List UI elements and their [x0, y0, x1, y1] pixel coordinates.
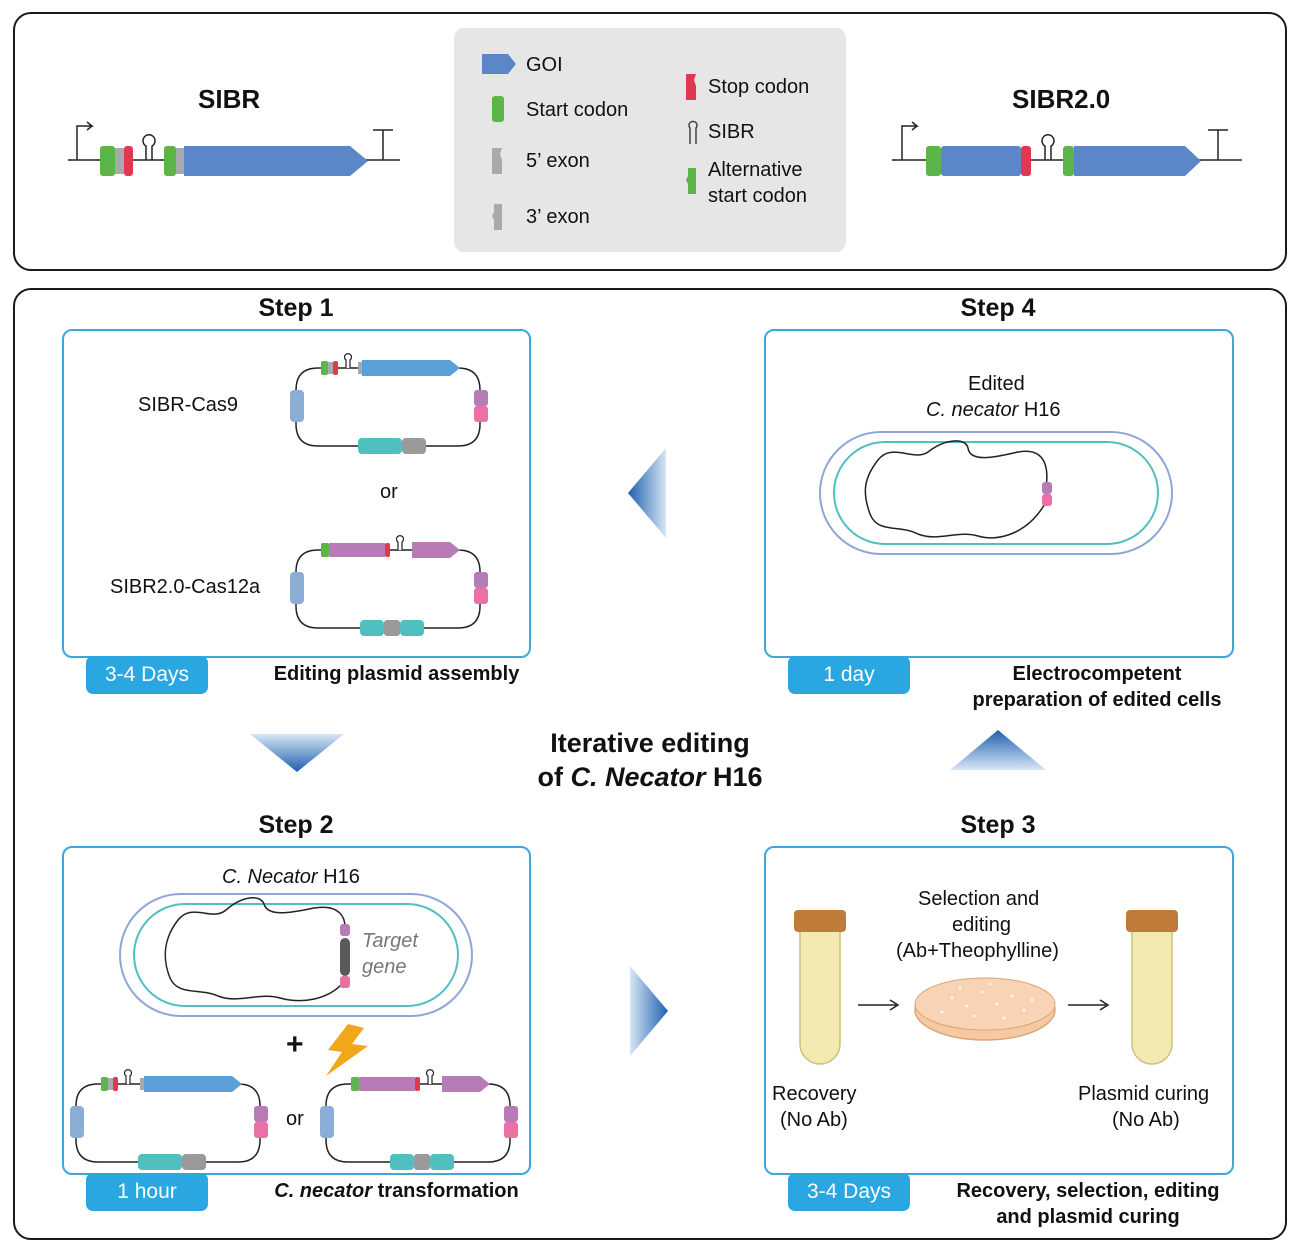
step3-caption-line1: Recovery, selection, editing	[956, 1180, 1220, 1202]
legend-sibr: SIBR	[708, 121, 755, 143]
step4-edited-label: Edited	[968, 373, 1025, 395]
legend-stop-codon: Stop codon	[708, 76, 810, 98]
sibr-construct-diagram	[68, 121, 400, 176]
step3-title: Step 3	[960, 811, 1036, 839]
arrow-left-icon	[628, 448, 666, 538]
step4-title: Step 4	[960, 294, 1036, 322]
step4-box	[764, 329, 1234, 658]
step4-duration-badge: 1 day	[788, 656, 910, 694]
target-gene-line1: Target	[362, 930, 418, 952]
curing-tube-icon	[1126, 910, 1178, 1065]
goi-icon	[482, 54, 516, 74]
target-gene-line2: gene	[362, 956, 407, 978]
step2-cell-species: C. Necator	[222, 866, 318, 888]
step2-duration-badge: 1 hour	[86, 1173, 208, 1211]
step4-caption-line2: preparation of edited cells	[972, 689, 1222, 711]
legend-5-exon: 5’ exon	[526, 150, 590, 172]
step2-caption: C. necator transformation	[244, 1180, 549, 1203]
step2-sibr2-cas12a-plasmid	[320, 1069, 518, 1170]
legend-3-exon: 3’ exon	[526, 206, 590, 228]
selection-line2: editing	[952, 914, 1011, 936]
sibr-cas9-plasmid	[290, 353, 488, 454]
step2-sibr-cas9-plasmid	[70, 1069, 268, 1170]
edited-cell-diagram	[819, 431, 1173, 555]
sibr-title: SIBR	[198, 84, 261, 114]
step1-duration-badge: 3-4 Days	[86, 656, 208, 694]
step2-plus: +	[286, 1028, 304, 1061]
start-codon-icon	[492, 96, 504, 122]
sibr2-construct-diagram	[892, 121, 1242, 176]
host-cell-diagram	[119, 893, 473, 1017]
step2-box	[62, 846, 531, 1175]
curing-line1: Plasmid curing	[1078, 1083, 1210, 1105]
stop-codon-icon	[686, 74, 696, 100]
exon5-icon	[492, 148, 502, 174]
step2-cell-strain: H16	[317, 866, 360, 888]
lightning-bolt-icon	[326, 1024, 368, 1076]
step2-title: Step 2	[258, 811, 334, 839]
step2-caption-suffix: transformation	[372, 1180, 519, 1202]
step4-cell-strain: H16	[1018, 399, 1061, 421]
arrow-down-icon	[250, 734, 344, 772]
center-title-prefix: of	[537, 762, 571, 792]
curing-line2: (No Ab)	[1112, 1109, 1180, 1131]
legend-alt-start-line2: start codon	[708, 185, 807, 207]
legend-box	[454, 28, 846, 252]
center-title-species: C. Necator	[570, 762, 706, 792]
sibr2-cas12a-plasmid	[290, 535, 488, 636]
step3-duration-badge: 3-4 Days	[788, 1173, 910, 1211]
exon3-icon	[492, 204, 502, 230]
step1-or: or	[380, 481, 398, 503]
arrow-right-icon	[630, 966, 668, 1056]
center-title-strain: H16	[705, 762, 763, 792]
legend-start-codon: Start codon	[526, 99, 629, 121]
arrow-to-tube-icon	[1068, 999, 1110, 1011]
step2-or: or	[286, 1108, 304, 1130]
step2-caption-species: C. necator	[274, 1180, 373, 1202]
sibr2-title: SIBR2.0	[1012, 84, 1111, 114]
step4-cell-species: C. necator	[926, 399, 1019, 421]
step4-caption-line1: Electrocompetent	[1012, 663, 1182, 685]
arrow-up-icon	[950, 730, 1046, 770]
selection-line3: (Ab+Theophylline)	[896, 940, 1059, 962]
center-title-line2: of C. Necator H16	[450, 760, 850, 794]
sibr2-cas12a-label: SIBR2.0-Cas12a	[110, 576, 261, 598]
legend-alt-start-line1: Alternative	[708, 159, 803, 181]
center-title-line1: Iterative editing	[550, 728, 750, 758]
step1-caption: Editing plasmid assembly	[273, 663, 520, 685]
selection-line1: Selection and	[918, 888, 1040, 910]
recovery-tube-icon	[794, 910, 846, 1065]
step3-caption-line2: and plasmid curing	[996, 1206, 1180, 1228]
sibr-cas9-label: SIBR-Cas9	[138, 394, 239, 416]
step4-cell-label: C. necator H16	[926, 399, 1061, 422]
step1-title: Step 1	[258, 294, 334, 322]
legend-goi: GOI	[526, 54, 563, 76]
petri-dish-icon	[914, 977, 1056, 1041]
sibr-hairpin-icon	[688, 120, 698, 144]
recovery-line2: (No Ab)	[780, 1109, 848, 1131]
step2-cell-label: C. Necator H16	[222, 866, 360, 889]
arrow-to-dish-icon	[858, 999, 900, 1011]
alt-start-codon-icon	[686, 168, 696, 194]
recovery-line1: Recovery	[772, 1083, 857, 1105]
